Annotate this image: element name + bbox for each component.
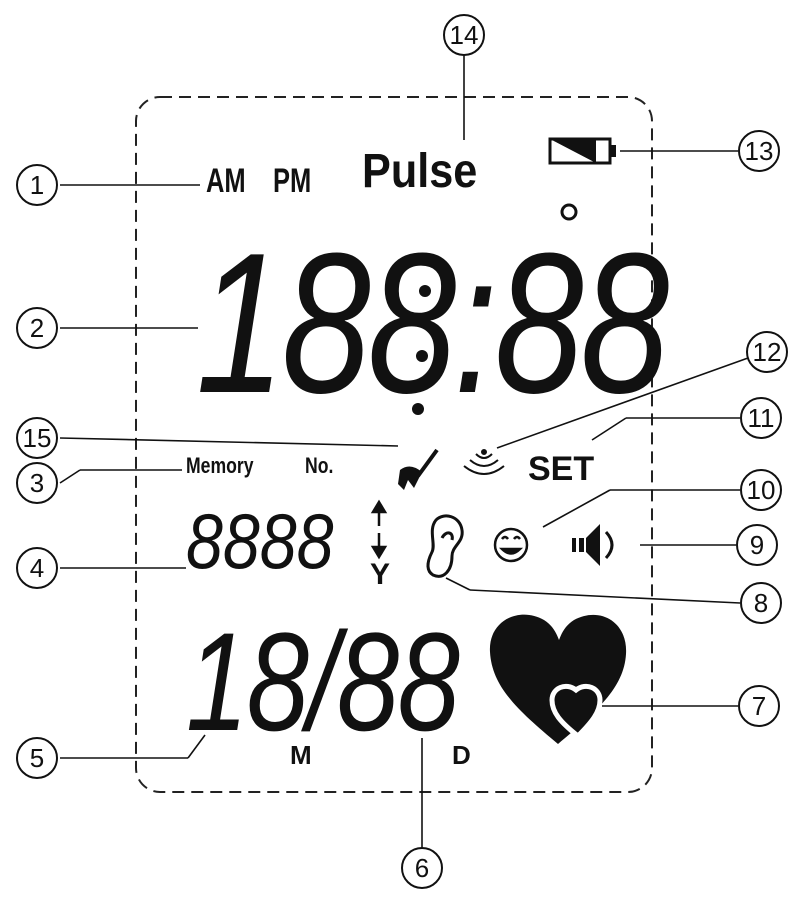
wireless-signal-icon (463, 449, 505, 475)
callout-4: 4 (16, 547, 58, 589)
main-digits: 188:88 (196, 212, 669, 435)
callout-10: 10 (740, 469, 782, 511)
leader-10a (542, 489, 611, 528)
am-indicator: AM (206, 162, 246, 200)
callout-12: 12 (746, 331, 788, 373)
degree-indicator (560, 203, 578, 221)
date-digits: 18/88 (186, 603, 460, 760)
leader-lines (59, 55, 749, 848)
pulse-label: Pulse (362, 145, 478, 198)
leader-8a (445, 577, 471, 591)
leader-12 (496, 357, 749, 449)
ear-icon (426, 514, 464, 578)
leader-8b (469, 589, 741, 604)
callout-1: 1 (16, 164, 58, 206)
leader-11a (591, 417, 627, 441)
broom-icon (398, 448, 439, 490)
colon-dots (412, 285, 431, 415)
year-label: Y (370, 558, 391, 591)
leader-3a (59, 469, 81, 484)
callout-3: 3 (16, 462, 58, 504)
callout-14: 14 (443, 14, 485, 56)
number-label: No. (305, 453, 334, 478)
memory-digits: 8888 (186, 497, 334, 585)
speaker-icon (572, 524, 614, 566)
callout-15: 15 (16, 417, 58, 459)
month-label: M (290, 740, 312, 770)
smiley-face-icon (493, 527, 529, 563)
callout-7: 7 (738, 685, 780, 727)
memory-label: Memory (186, 453, 254, 478)
day-label: D (452, 740, 471, 770)
callout-13: 13 (738, 130, 780, 172)
leader-5b (187, 734, 206, 759)
up-down-arrow-icon (370, 499, 388, 560)
callout-6: 6 (401, 847, 443, 889)
callout-9: 9 (736, 524, 778, 566)
lcd-outline (135, 96, 653, 793)
set-label: SET (528, 450, 595, 488)
heart-icon (489, 614, 627, 744)
callout-11: 11 (740, 397, 782, 439)
pm-indicator: PM (273, 162, 312, 200)
callout-5: 5 (16, 737, 58, 779)
battery-low-icon (548, 137, 616, 165)
callout-2: 2 (16, 307, 58, 349)
callout-8: 8 (740, 582, 782, 624)
leader-15 (59, 437, 399, 447)
